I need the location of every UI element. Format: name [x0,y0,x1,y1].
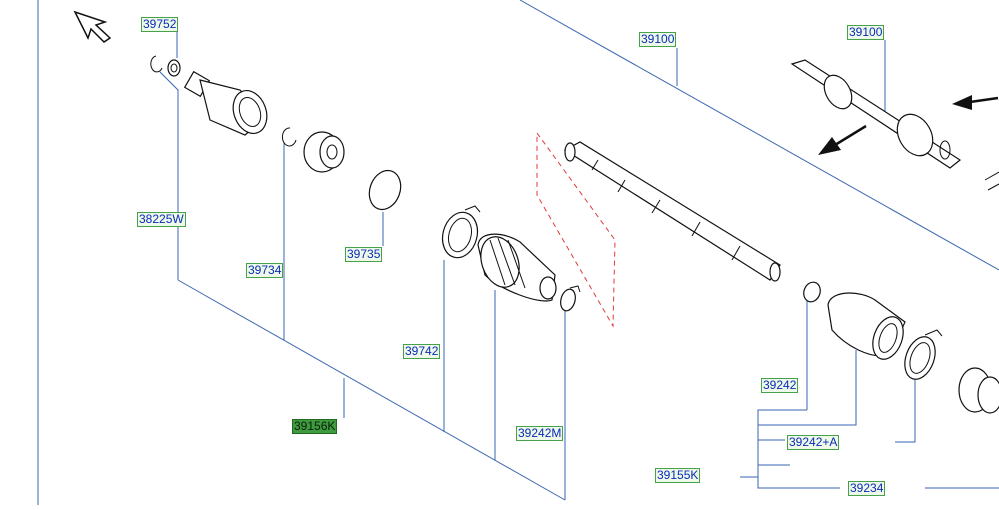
callout-39234[interactable]: 39234 [848,481,886,496]
leader-lines [159,30,999,501]
circlip-part [150,55,181,77]
callout-39242A[interactable]: 39242+A [787,435,840,450]
shaft-part [563,141,781,282]
callout-39155K[interactable]: 39155K [655,468,701,483]
callout-39734[interactable]: 39734 [246,263,284,278]
callout-39752[interactable]: 39752 [141,17,179,32]
callout-39156K-selected[interactable]: 39156K [292,419,338,434]
callout-39735[interactable]: 39735 [345,247,383,262]
callout-39100-shaft[interactable]: 39100 [639,32,677,47]
assembled-driveshaft-part [790,59,962,169]
dashed-highlight-box [536,131,616,328]
callout-39242[interactable]: 39242 [761,378,799,393]
outer-joint-part [183,70,268,136]
upper-boundary-line [519,0,999,271]
callout-39242M[interactable]: 39242M [516,426,564,441]
snap-ring-part [281,127,297,147]
band-part [441,205,481,259]
callout-39742[interactable]: 39742 [403,344,441,359]
spider-part [303,131,345,173]
inner-joint-parts [803,281,999,414]
boot-part [477,233,557,302]
direction-arrow-icon [818,95,999,191]
small-band-part [560,285,581,312]
ring-part [368,169,402,211]
cursor-arrow-icon [73,10,112,43]
callout-38225W[interactable]: 38225W [137,212,186,227]
callout-39100-assembly[interactable]: 39100 [847,25,885,40]
